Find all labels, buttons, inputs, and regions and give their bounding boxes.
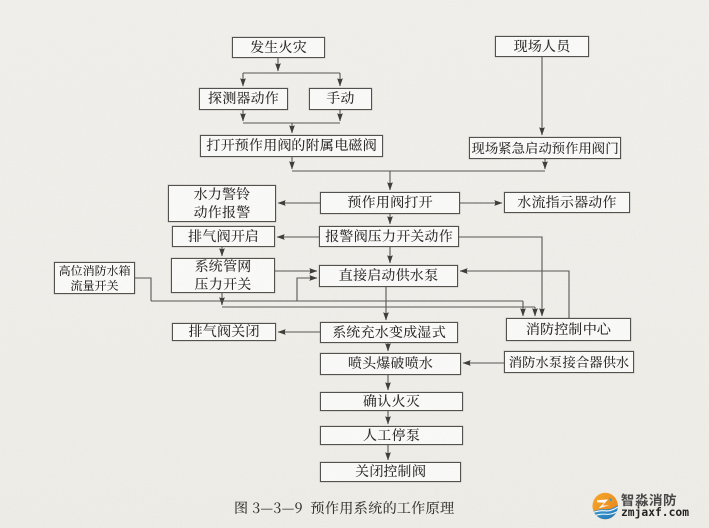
edge-alarm-to-control-center <box>459 236 545 317</box>
node-sprinkler: 喷头爆破喷水 <box>320 353 461 375</box>
edge-tank-bus-to-start-pump <box>296 275 318 301</box>
node-tank-switch: 高位消防水箱 流量开关 <box>54 262 135 294</box>
node-solenoid: 打开预作用阀的附属电磁阀 <box>200 135 383 157</box>
node-exhaust-close: 排气阀关闭 <box>172 323 276 341</box>
watermark-logo: 智淼消防 zmjaxf.com <box>592 492 689 520</box>
node-emergency: 现场紧急启动预作用阀门 <box>469 137 621 159</box>
node-exhaust-open: 排气阀开启 <box>172 226 275 247</box>
node-pipe-switch: 系统管网 压力开关 <box>171 257 275 293</box>
node-flow-indicator: 水流指示器动作 <box>504 192 630 213</box>
node-manual: 手动 <box>309 88 372 110</box>
figure-caption: 图 3—3—9 预作用系统的工作原理 <box>234 498 455 518</box>
brand-name: 智淼消防 <box>621 489 677 509</box>
brand-domain: zmjaxf.com <box>621 505 690 519</box>
edge-control-center-to-start-pump <box>459 268 570 318</box>
node-wet-system: 系统充水变成湿式 <box>320 322 458 343</box>
brand-text-block: 智淼消防 zmjaxf.com <box>621 492 689 520</box>
node-alarm-pressure: 报警阀压力开关动作 <box>319 226 459 247</box>
node-personnel: 现场人员 <box>495 36 589 57</box>
node-start-pump: 直接启动供水泵 <box>319 265 458 287</box>
node-pump-adapter: 消防水泵接合器供水 <box>504 351 634 373</box>
node-close-valve: 关闭控制阀 <box>320 462 461 482</box>
node-fire: 发生火灾 <box>232 37 325 58</box>
brand-logo-icon <box>592 492 618 520</box>
node-detector: 探测器动作 <box>199 88 288 110</box>
node-bell: 水力警铃 动作报警 <box>168 185 276 222</box>
node-preaction-open: 预作用阀打开 <box>320 192 460 214</box>
node-control-center: 消防控制中心 <box>506 318 631 341</box>
edge-tank-switch-corner <box>135 277 152 301</box>
node-confirm: 确认火灭 <box>320 392 463 411</box>
node-stop-pump: 人工停泵 <box>320 426 463 445</box>
